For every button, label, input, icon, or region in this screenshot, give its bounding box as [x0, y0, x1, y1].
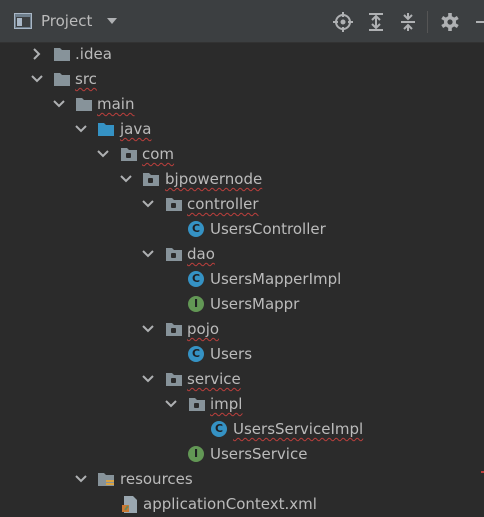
tree-row-userscontroller[interactable]: C UsersController: [0, 217, 484, 242]
tree-row-bjpowernode[interactable]: bjpowernode: [0, 167, 484, 192]
tree-label: main: [97, 95, 135, 113]
tree-row-usersservice[interactable]: I UsersService: [0, 442, 484, 467]
gear-icon[interactable]: [440, 12, 460, 32]
folder-icon: [54, 73, 70, 86]
chevron-down-icon[interactable]: [53, 98, 65, 110]
tree-label: pojo: [187, 320, 220, 338]
chevron-down-icon[interactable]: [142, 248, 154, 260]
tree-row-idea[interactable]: .idea: [0, 42, 484, 67]
tree-label: dao: [187, 245, 215, 263]
tree-label: impl: [210, 395, 243, 413]
chevron-down-icon[interactable]: [97, 148, 109, 160]
tree-row-dao[interactable]: dao: [0, 242, 484, 267]
chevron-down-icon[interactable]: [142, 198, 154, 210]
resources-folder-icon: [98, 473, 114, 486]
interface-icon: I: [188, 446, 206, 463]
folder-icon: [54, 48, 70, 61]
expand-all-icon[interactable]: [366, 12, 386, 32]
toolbar-separator: [427, 11, 428, 33]
tree-row-service[interactable]: service: [0, 367, 484, 392]
locate-target-icon[interactable]: [333, 12, 353, 32]
xml-file-icon: [122, 496, 137, 513]
tree-label: controller: [187, 195, 259, 213]
tree-label: UsersMapperImpl: [210, 270, 342, 288]
package-icon: [166, 248, 182, 261]
tree-row-com[interactable]: com: [0, 142, 484, 167]
package-icon: [166, 373, 182, 386]
chevron-down-icon[interactable]: [142, 373, 154, 385]
tree-row-controller[interactable]: controller: [0, 192, 484, 217]
tree-row-java[interactable]: java: [0, 117, 484, 142]
tree-label: UsersServiceImpl: [233, 420, 364, 438]
package-icon: [166, 323, 182, 336]
tree-label: Users: [210, 345, 253, 363]
tree-row-usersmapperimpl[interactable]: C UsersMapperImpl: [0, 267, 484, 292]
tree-label: .idea: [75, 45, 112, 63]
project-tree: .idea src main java com bjpowernode cont…: [0, 42, 484, 513]
project-view-title[interactable]: Project: [41, 12, 93, 30]
class-icon: C: [188, 271, 206, 288]
class-icon: C: [188, 346, 206, 363]
tree-label: resources: [120, 470, 193, 488]
tree-row-impl[interactable]: impl: [0, 392, 484, 417]
class-icon: C: [188, 221, 206, 238]
tree-row-resources[interactable]: resources: [0, 467, 484, 492]
package-icon: [121, 148, 137, 161]
chevron-right-icon[interactable]: [31, 48, 43, 60]
tree-label: src: [75, 70, 97, 88]
tree-row-usersserviceimpl[interactable]: C UsersServiceImpl: [0, 417, 484, 442]
chevron-down-icon[interactable]: [165, 398, 177, 410]
tree-row-applicationcontext-xml[interactable]: applicationContext.xml: [0, 492, 484, 517]
package-icon: [143, 173, 159, 186]
chevron-down-icon[interactable]: [120, 173, 132, 185]
tree-label: bjpowernode: [165, 170, 263, 188]
class-icon: C: [211, 421, 229, 438]
package-icon: [189, 398, 205, 411]
tree-row-usersmappr[interactable]: I UsersMappr: [0, 292, 484, 317]
tree-row-src[interactable]: src: [0, 67, 484, 92]
project-toolbar: Project: [0, 0, 484, 43]
minimize-icon[interactable]: [474, 12, 484, 32]
chevron-down-icon[interactable]: [142, 323, 154, 335]
tree-row-main[interactable]: main: [0, 92, 484, 117]
tree-label: service: [187, 370, 241, 388]
project-window-icon: [14, 13, 32, 29]
tree-label: java: [120, 120, 152, 138]
tree-label: UsersMappr: [210, 295, 300, 313]
chevron-down-icon[interactable]: [106, 17, 118, 25]
error-stripe-mark: [481, 471, 484, 473]
source-folder-icon: [98, 123, 114, 136]
tree-label: UsersService: [210, 445, 308, 463]
tree-label: com: [142, 145, 175, 163]
tree-row-users[interactable]: C Users: [0, 342, 484, 367]
interface-icon: I: [188, 296, 206, 313]
tree-row-pojo[interactable]: pojo: [0, 317, 484, 342]
chevron-down-icon[interactable]: [75, 473, 87, 485]
tree-label: applicationContext.xml: [143, 495, 317, 513]
tree-label: UsersController: [210, 220, 326, 238]
package-icon: [166, 198, 182, 211]
chevron-down-icon[interactable]: [31, 73, 43, 85]
chevron-down-icon[interactable]: [75, 123, 87, 135]
collapse-all-icon[interactable]: [398, 12, 418, 32]
folder-icon: [76, 98, 92, 111]
